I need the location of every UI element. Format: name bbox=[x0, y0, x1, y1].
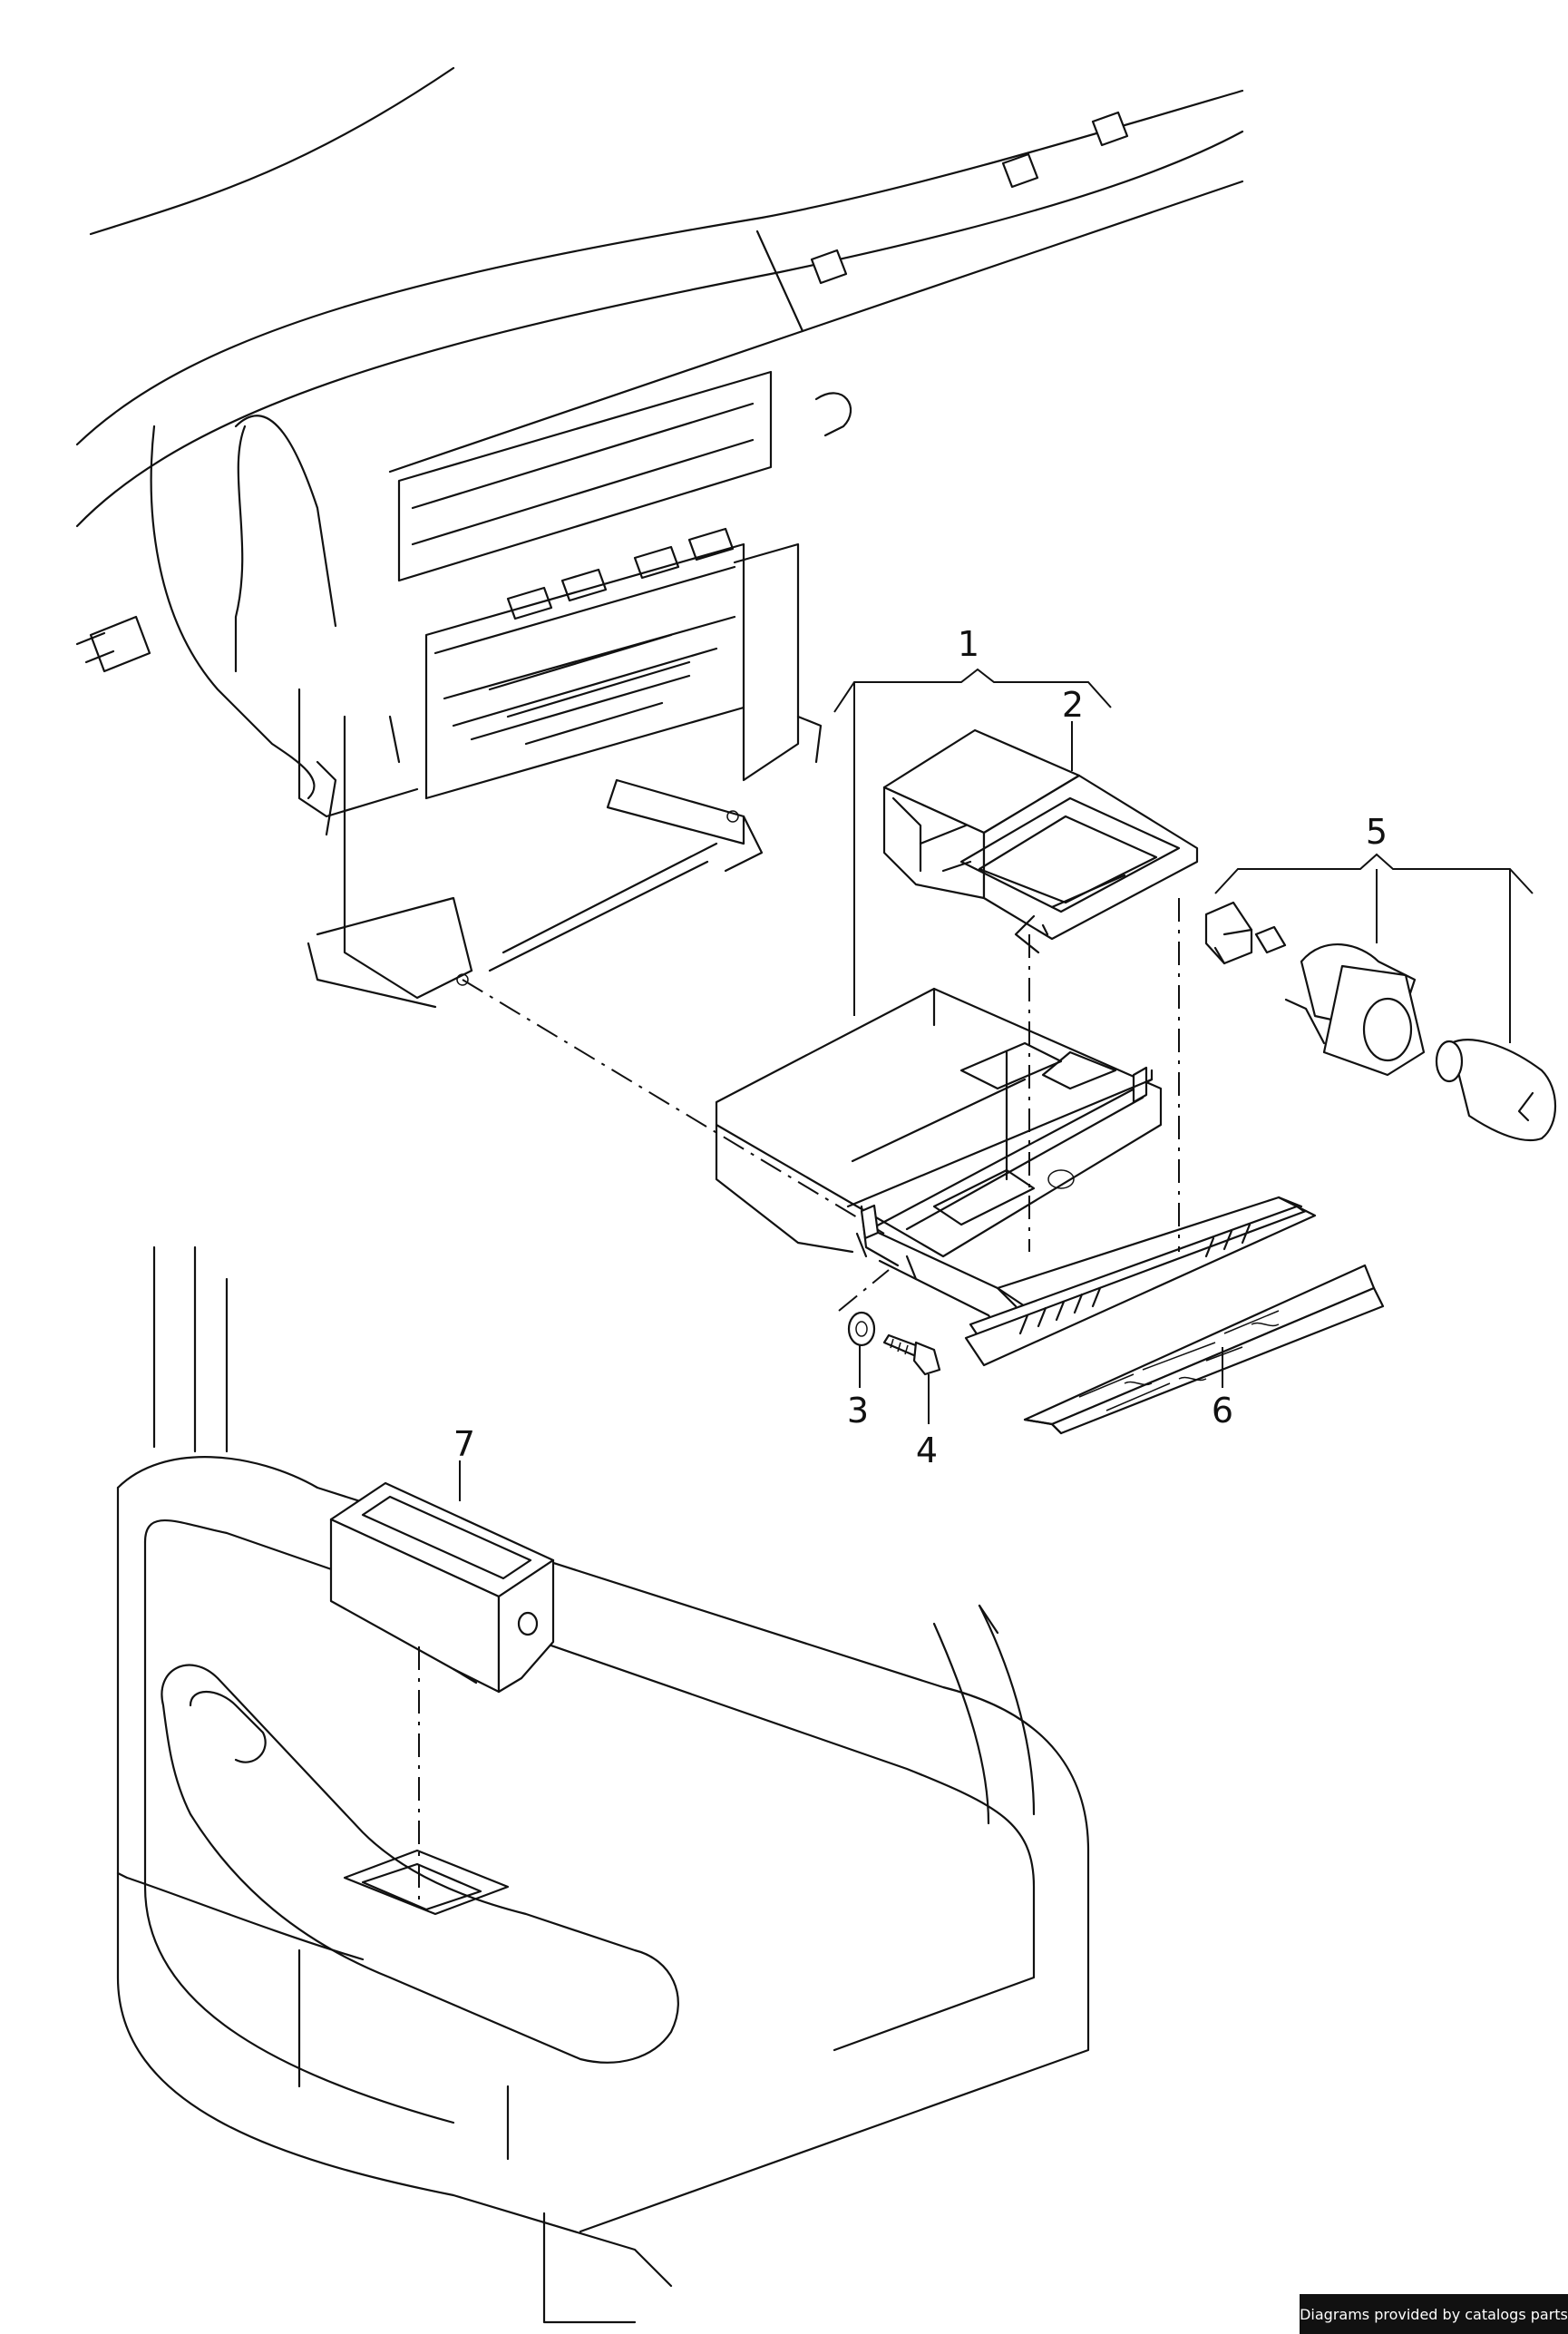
part-3-washer bbox=[847, 1311, 876, 1347]
callout-4: 4 bbox=[916, 1431, 938, 1470]
part-2-insert-box bbox=[882, 728, 1199, 954]
door-panel bbox=[116, 1245, 1090, 2324]
part-7-storage-box bbox=[329, 1481, 555, 1694]
part-1-tray-housing bbox=[715, 987, 1317, 1367]
callout-6: 6 bbox=[1212, 1391, 1233, 1431]
assembly-line-parts-3-4 bbox=[838, 1269, 890, 1312]
callout-3: 3 bbox=[847, 1391, 869, 1431]
credit-badge: Diagrams provided by catalogs parts bbox=[1300, 2294, 1568, 2334]
callout-7: 7 bbox=[453, 1424, 475, 1464]
callout-5: 5 bbox=[1366, 812, 1388, 852]
part-5-lighter-assembly bbox=[1178, 898, 1557, 1252]
callout-2: 2 bbox=[1062, 685, 1084, 725]
callout-1: 1 bbox=[958, 624, 979, 664]
part-6-trim-strip bbox=[1023, 1264, 1385, 1435]
callout-lines bbox=[459, 668, 1534, 1501]
callout-bracket-5 bbox=[1214, 853, 1534, 894]
dashboard-assembly bbox=[75, 66, 1244, 1009]
assembly-line-dashboard bbox=[462, 979, 885, 1235]
part-4-screw bbox=[882, 1333, 941, 1376]
